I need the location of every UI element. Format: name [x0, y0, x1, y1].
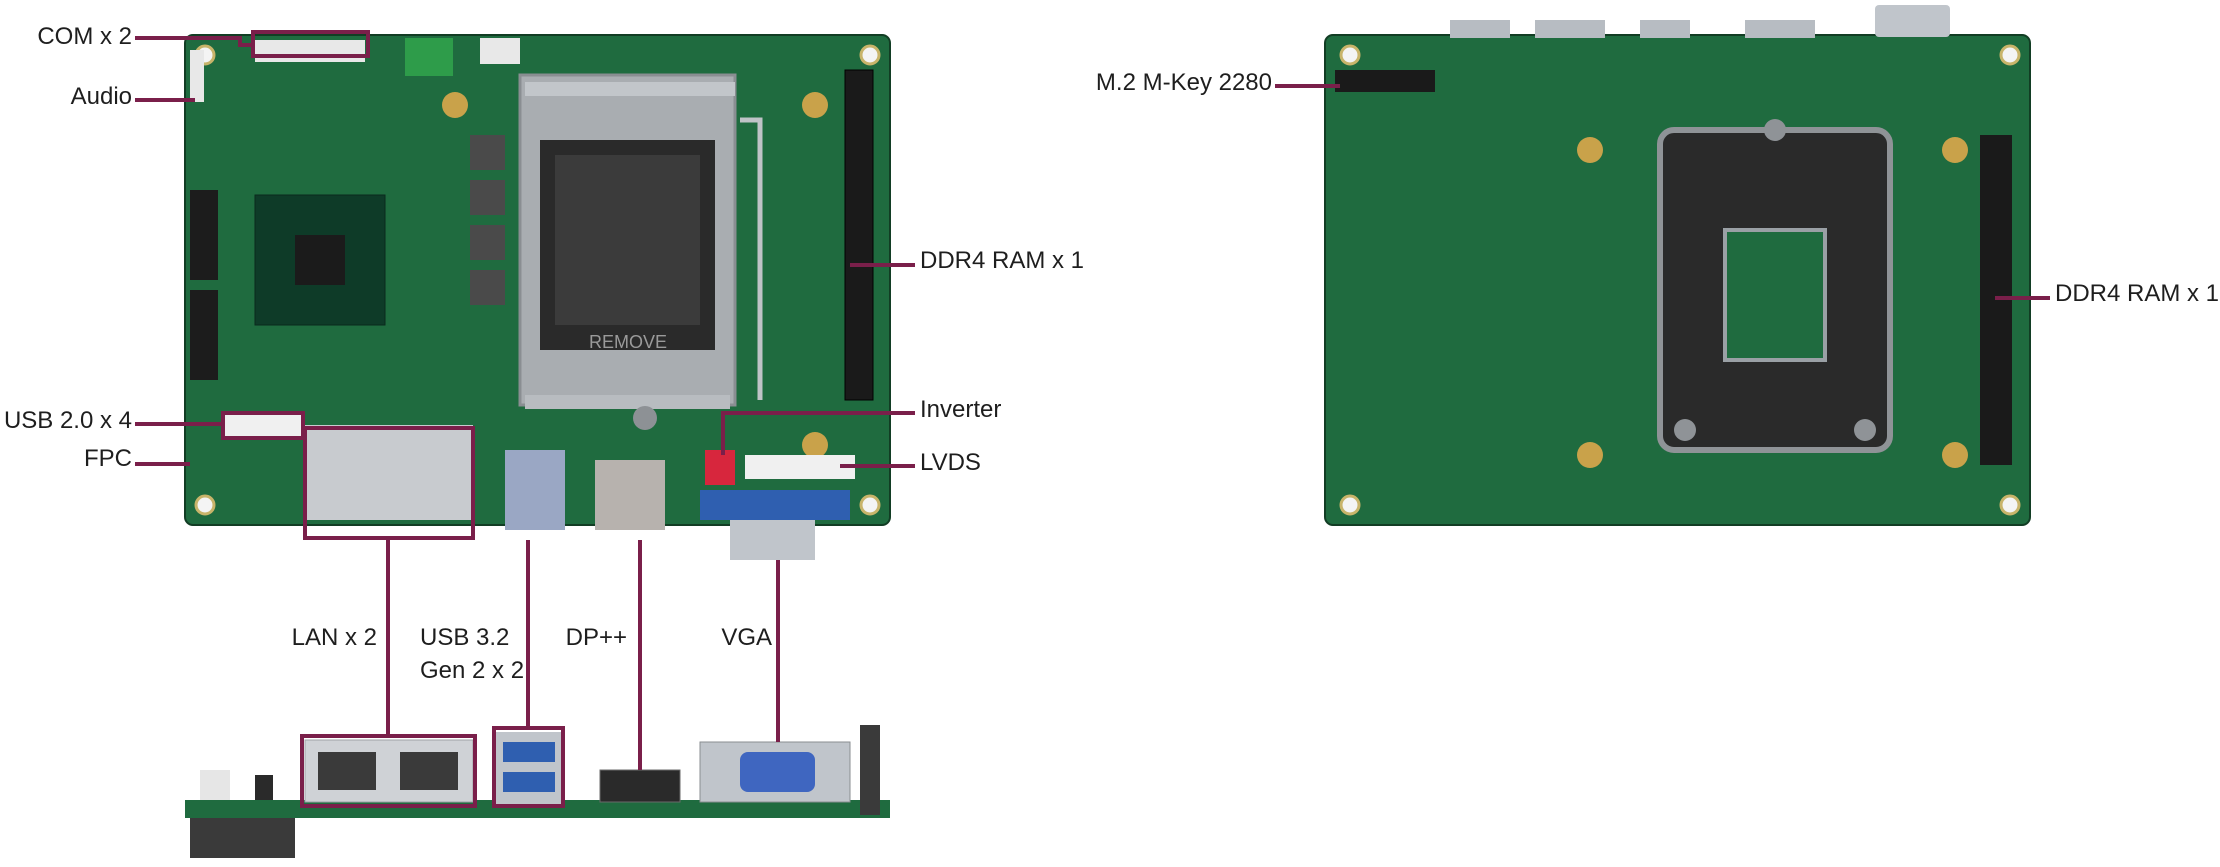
cpu-socket: REMOVE [518, 73, 763, 430]
ddr4-back-label: DDR4 RAM x 1 [2055, 280, 2219, 307]
socket-cover-text: REMOVE [589, 332, 667, 352]
usb20-label: USB 2.0 x 4 [4, 407, 132, 434]
com-leader-line [135, 36, 253, 47]
usb32-label-line2: Gen 2 x 2 [420, 657, 524, 684]
io-side-view [185, 725, 890, 858]
audio-label: Audio [71, 83, 132, 110]
vga-label: VGA [721, 624, 772, 651]
m2-label: M.2 M-Key 2280 [1096, 69, 1272, 96]
inverter-leader-line [721, 411, 915, 455]
front-board: REMOVE [184, 34, 891, 560]
dp-label: DP++ [566, 624, 627, 651]
inverter-label: Inverter [920, 396, 1001, 423]
fpc-label: FPC [84, 445, 132, 472]
ddr4-front-label: DDR4 RAM x 1 [920, 247, 1084, 274]
back-board [1324, 5, 2031, 526]
lvds-label: LVDS [920, 449, 981, 476]
lan-label: LAN x 2 [292, 624, 377, 651]
usb32-label-line1: USB 3.2 [420, 624, 509, 651]
com-label: COM x 2 [37, 23, 132, 50]
